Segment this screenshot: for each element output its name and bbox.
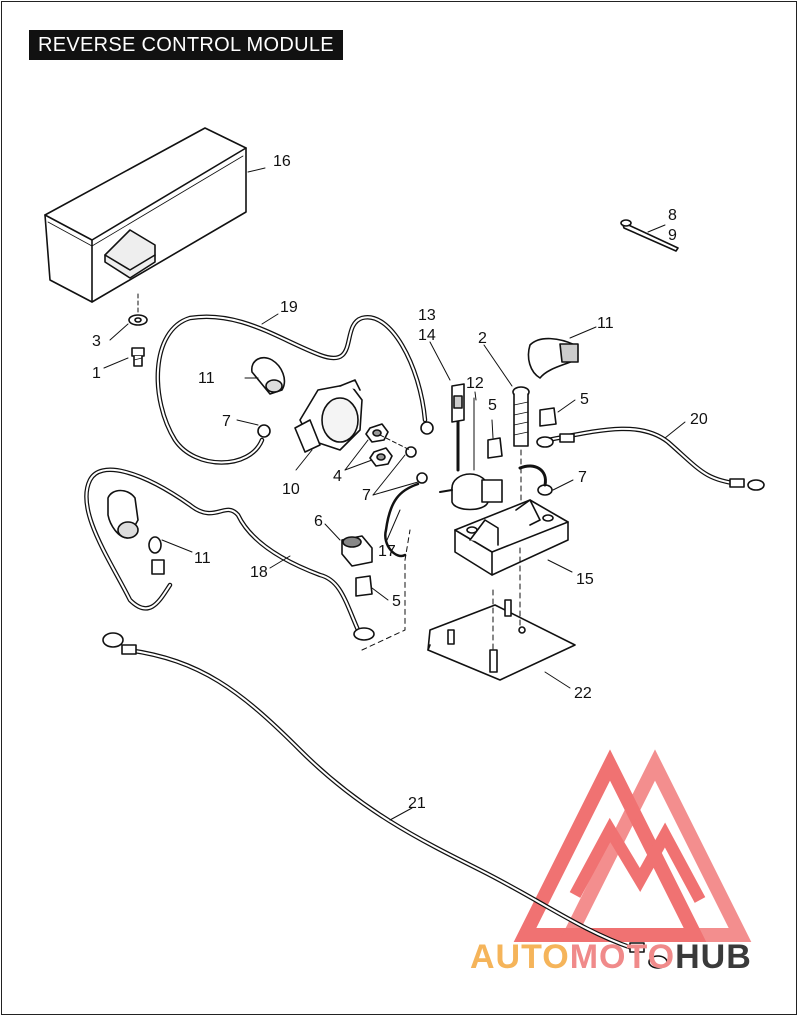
callout-19: 19 [280, 299, 298, 316]
callout-8: 8 [668, 207, 677, 224]
callout-7-right: 7 [578, 469, 587, 486]
callout-11-lower: 11 [194, 550, 211, 567]
boot-cover-right [527, 337, 579, 379]
module-box [44, 127, 247, 313]
callout-22: 22 [574, 685, 592, 702]
callout-5-lower: 5 [392, 593, 401, 610]
callout-1: 1 [92, 365, 101, 382]
nut-part [365, 423, 393, 467]
callout-7-mid: 7 [362, 487, 371, 504]
callout-9: 9 [668, 227, 677, 244]
callout-4: 4 [333, 468, 342, 485]
watermark-logo [513, 749, 752, 942]
cable-21 [102, 632, 668, 969]
base-plate [427, 599, 576, 681]
callout-5-right: 5 [580, 391, 589, 408]
cable-18 [84, 467, 375, 641]
cotter-pin [620, 219, 679, 252]
svg-text:AUTOMOTOHUB: AUTOMOTOHUB [470, 938, 752, 976]
callout-17: 17 [378, 543, 396, 560]
watermark-moto: MOTO [570, 938, 675, 976]
callout-13: 13 [418, 307, 436, 324]
callout-labels: 16 3 1 8 9 19 11 7 10 4 7 17 13 14 12 2 … [92, 153, 708, 812]
boot-cover-left [251, 356, 286, 395]
mounting-bracket [454, 499, 569, 576]
screw-part [512, 386, 530, 501]
callout-11-left: 11 [198, 370, 215, 387]
cable-20 [518, 426, 765, 496]
washer-part [128, 314, 148, 326]
watermark-auto: AUTO [470, 938, 570, 976]
clamp-part [294, 379, 363, 453]
callout-6: 6 [314, 513, 323, 530]
callout-11-right: 11 [597, 315, 614, 332]
bolt-part [131, 347, 145, 367]
callout-7-left: 7 [222, 413, 231, 430]
callout-15: 15 [576, 571, 594, 588]
callout-16: 16 [273, 153, 291, 170]
callout-12: 12 [466, 375, 484, 392]
leader-lines [103, 167, 686, 821]
cable-17 [384, 472, 428, 558]
callout-5-mid: 5 [488, 397, 497, 414]
callout-14: 14 [418, 327, 436, 344]
fuse-holder [451, 383, 465, 472]
callout-2: 2 [478, 330, 487, 347]
solenoid-relay [439, 473, 503, 511]
callout-21: 21 [408, 795, 426, 812]
page-title: REVERSE CONTROL MODULE [29, 30, 343, 60]
cap-nut [355, 407, 557, 597]
boot-cover-lower [107, 489, 139, 539]
watermark-hub: HUB [675, 938, 752, 976]
callout-18: 18 [250, 564, 268, 581]
callout-10: 10 [282, 481, 300, 498]
cable-19 [155, 314, 428, 465]
callout-3: 3 [92, 333, 101, 350]
spacer-part [341, 535, 373, 567]
watermark-text: AUTOMOTOHUB [470, 938, 752, 976]
callout-20: 20 [690, 411, 708, 428]
